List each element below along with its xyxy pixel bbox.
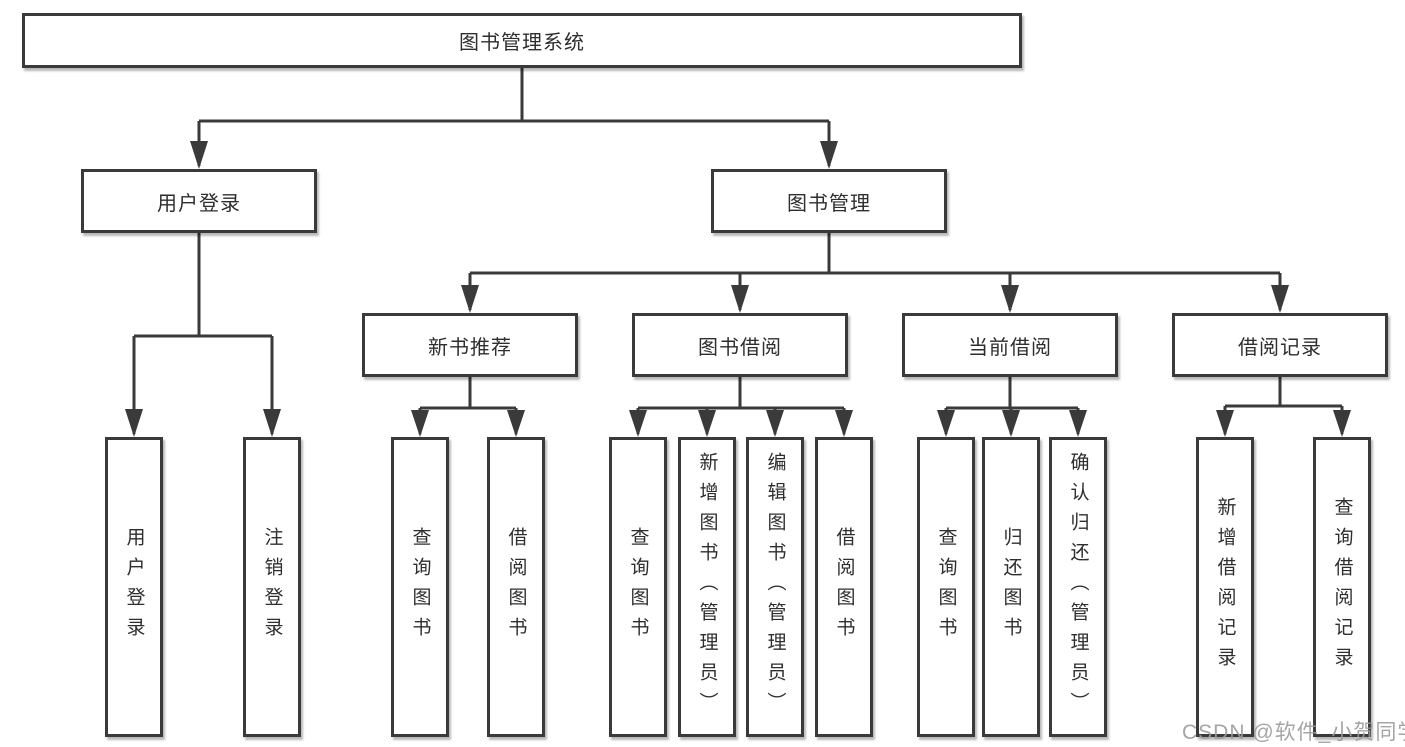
arrowhead [820, 141, 838, 169]
node-user-login-group: 用户登录 [81, 169, 317, 233]
arrowhead [461, 285, 479, 313]
node-borrowing-records: 借阅记录 [1172, 313, 1388, 377]
node-label: 图书借阅 [698, 336, 782, 359]
node-borrow-books-1: 借阅图书 [487, 437, 545, 737]
node-label: 查询图书 [627, 527, 649, 647]
node-label: 注销登录 [261, 527, 283, 647]
node-label: 查询借阅记录 [1331, 497, 1353, 677]
node-query-books-1: 查询图书 [391, 437, 449, 737]
node-label: 查询图书 [935, 527, 957, 647]
node-borrow-books-2: 借阅图书 [815, 437, 873, 737]
arrowhead [1001, 285, 1019, 313]
arrowhead [1216, 410, 1234, 437]
node-logout: 注销登录 [243, 437, 301, 737]
node-root-system: 图书管理系统 [22, 13, 1022, 68]
node-label: 借阅图书 [833, 527, 855, 647]
arrowhead [1002, 410, 1020, 437]
arrowhead [937, 410, 955, 437]
arrowhead [411, 410, 429, 437]
arrowhead [263, 409, 281, 437]
node-return-books: 归还图书 [982, 437, 1040, 737]
csdn-watermark: CSDN @软件_小贺同学 [1182, 721, 1405, 744]
arrowhead [766, 410, 784, 437]
node-book-borrowing: 图书借阅 [632, 313, 848, 377]
arrowhead [731, 285, 749, 313]
node-label: 借阅记录 [1238, 336, 1322, 359]
node-label: 图书管理系统 [459, 32, 585, 54]
node-query-books-3: 查询图书 [917, 437, 975, 737]
arrowhead [125, 409, 143, 437]
node-label: 确认归还（管理员） [1067, 452, 1089, 722]
arrowhead [629, 410, 647, 437]
arrowhead [507, 410, 525, 437]
node-new-book-recommendation: 新书推荐 [362, 313, 578, 377]
arrowhead [698, 410, 716, 437]
arrowhead [1333, 410, 1351, 437]
node-label: 用户登录 [157, 192, 241, 215]
node-label: 借阅图书 [505, 527, 527, 647]
node-add-borrow-record: 新增借阅记录 [1196, 437, 1254, 737]
node-current-borrowing: 当前借阅 [902, 313, 1118, 377]
node-book-management: 图书管理 [711, 169, 947, 233]
node-label: 新增借阅记录 [1214, 497, 1236, 677]
arrowhead [1069, 410, 1087, 437]
node-label: 用户登录 [123, 527, 145, 647]
node-label: 归还图书 [1000, 527, 1022, 647]
arrowhead [1271, 285, 1289, 313]
node-query-borrow-record: 查询借阅记录 [1313, 437, 1371, 737]
arrowhead [835, 410, 853, 437]
node-label: 编辑图书（管理员） [764, 452, 786, 722]
node-label: 图书管理 [787, 192, 871, 215]
node-label: 新增图书（管理员） [696, 452, 718, 722]
arrowhead [190, 141, 208, 169]
node-label: 查询图书 [409, 527, 431, 647]
node-user-login: 用户登录 [105, 437, 163, 737]
node-label: 新书推荐 [428, 336, 512, 359]
node-edit-books-admin: 编辑图书（管理员） [746, 437, 804, 737]
node-label: 当前借阅 [968, 336, 1052, 359]
node-query-books-2: 查询图书 [609, 437, 667, 737]
node-add-books-admin: 新增图书（管理员） [678, 437, 736, 737]
node-confirm-return-admin: 确认归还（管理员） [1049, 437, 1107, 737]
